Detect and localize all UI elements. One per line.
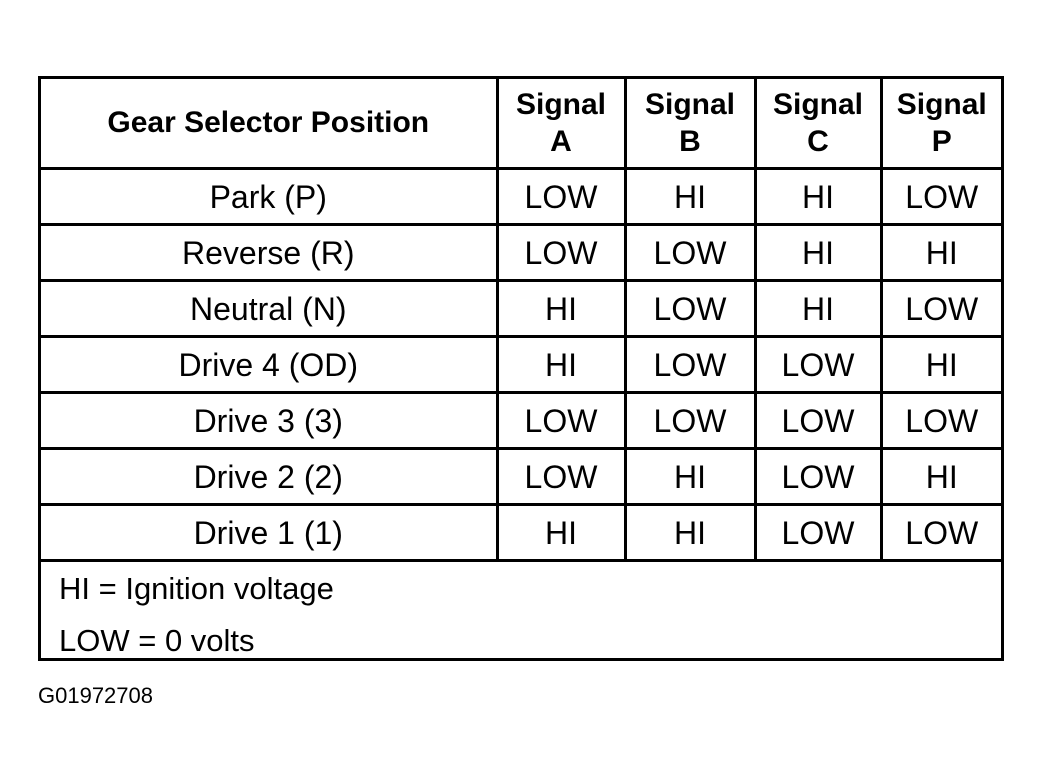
signal-b-cell: HI [623, 167, 757, 226]
signal-p-header: Signal P [879, 79, 1001, 170]
gear-position-cell: Reverse (R) [41, 223, 499, 282]
gear-position-cell: Neutral (N) [41, 279, 499, 338]
signal-p-cell: HI [879, 335, 1001, 394]
signal-b-cell: HI [623, 503, 757, 562]
figure-id: G01972708 [38, 683, 153, 708]
signal-a-header-letter: A [550, 125, 572, 158]
table-row: Drive 3 (3) LOW LOW LOW LOW [41, 391, 1001, 450]
gear-position-cell: Drive 4 (OD) [41, 335, 499, 394]
signal-a-cell: HI [495, 335, 627, 394]
signal-c-header-letter: C [807, 125, 829, 158]
signal-c-cell: LOW [753, 335, 883, 394]
table-row: Drive 1 (1) HI HI LOW LOW [41, 503, 1001, 562]
signal-b-cell: HI [623, 447, 757, 506]
signal-a-cell: LOW [495, 167, 627, 226]
signal-b-cell: LOW [623, 223, 757, 282]
gear-position-cell: Drive 3 (3) [41, 391, 499, 450]
signal-c-cell: HI [753, 279, 883, 338]
gear-position-cell: Drive 2 (2) [41, 447, 499, 506]
signal-p-header-label: Signal [896, 88, 987, 121]
gear-position-cell: Park (P) [41, 167, 499, 226]
signal-a-header: Signal A [495, 79, 627, 170]
signal-c-cell: LOW [753, 391, 883, 450]
legend: HI = Ignition voltage LOW = 0 volts [59, 565, 334, 669]
signal-c-cell: LOW [753, 447, 883, 506]
signal-c-header-label: Signal [772, 88, 863, 121]
table-row: Reverse (R) LOW LOW HI HI [41, 223, 1001, 282]
table-row: Drive 4 (OD) HI LOW LOW HI [41, 335, 1001, 394]
table-row: Neutral (N) HI LOW HI LOW [41, 279, 1001, 338]
gear-position-cell: Drive 1 (1) [41, 503, 499, 562]
signal-a-header-label: Signal [515, 88, 606, 121]
table-row: Park (P) LOW HI HI LOW [41, 167, 1001, 226]
signal-b-header: Signal B [623, 79, 757, 170]
signal-c-cell: HI [753, 167, 883, 226]
signal-b-cell: LOW [623, 279, 757, 338]
signal-p-cell: HI [879, 447, 1001, 506]
signal-p-header-letter: P [931, 125, 952, 158]
signal-c-cell: HI [753, 223, 883, 282]
signal-c-cell: LOW [753, 503, 883, 562]
table-row: Drive 2 (2) LOW HI LOW HI [41, 447, 1001, 506]
table-header-row: Gear Selector Position Signal A Signal B… [41, 79, 1001, 170]
gear-signal-table-frame: Gear Selector Position Signal A Signal B… [38, 76, 1004, 661]
signal-a-cell: LOW [495, 391, 627, 450]
signal-b-header-label: Signal [644, 88, 735, 121]
signal-p-cell: HI [879, 223, 1001, 282]
signal-b-cell: LOW [623, 335, 757, 394]
signal-a-cell: LOW [495, 223, 627, 282]
signal-a-cell: LOW [495, 447, 627, 506]
signal-p-cell: LOW [879, 391, 1001, 450]
signal-b-header-letter: B [679, 125, 701, 158]
signal-b-cell: LOW [623, 391, 757, 450]
signal-a-cell: HI [495, 503, 627, 562]
legend-low: LOW = 0 volts [59, 623, 255, 658]
signal-a-cell: HI [495, 279, 627, 338]
signal-p-cell: LOW [879, 167, 1001, 226]
signal-p-cell: LOW [879, 279, 1001, 338]
gear-selector-position-header: Gear Selector Position [41, 79, 499, 170]
signal-p-cell: LOW [879, 503, 1001, 562]
legend-hi: HI = Ignition voltage [59, 571, 334, 606]
gear-signal-table: Gear Selector Position Signal A Signal B… [41, 79, 1001, 562]
signal-c-header: Signal C [753, 79, 883, 170]
